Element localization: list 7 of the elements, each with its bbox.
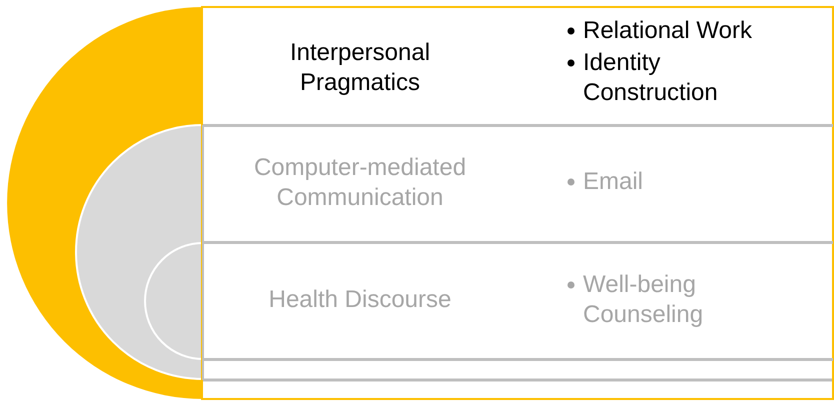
topic-heading: Interpersonal Pragmatics [288,38,432,98]
bullet-item: Identity Construction [583,48,719,108]
topic-heading: Health Discourse [268,285,452,315]
bullet-item: Relational Work [583,16,753,46]
bullet-item: Well-being Counseling [583,270,704,330]
topic-heading: Computer-mediated Communication [252,153,468,213]
bullet-item: Email [583,167,644,197]
